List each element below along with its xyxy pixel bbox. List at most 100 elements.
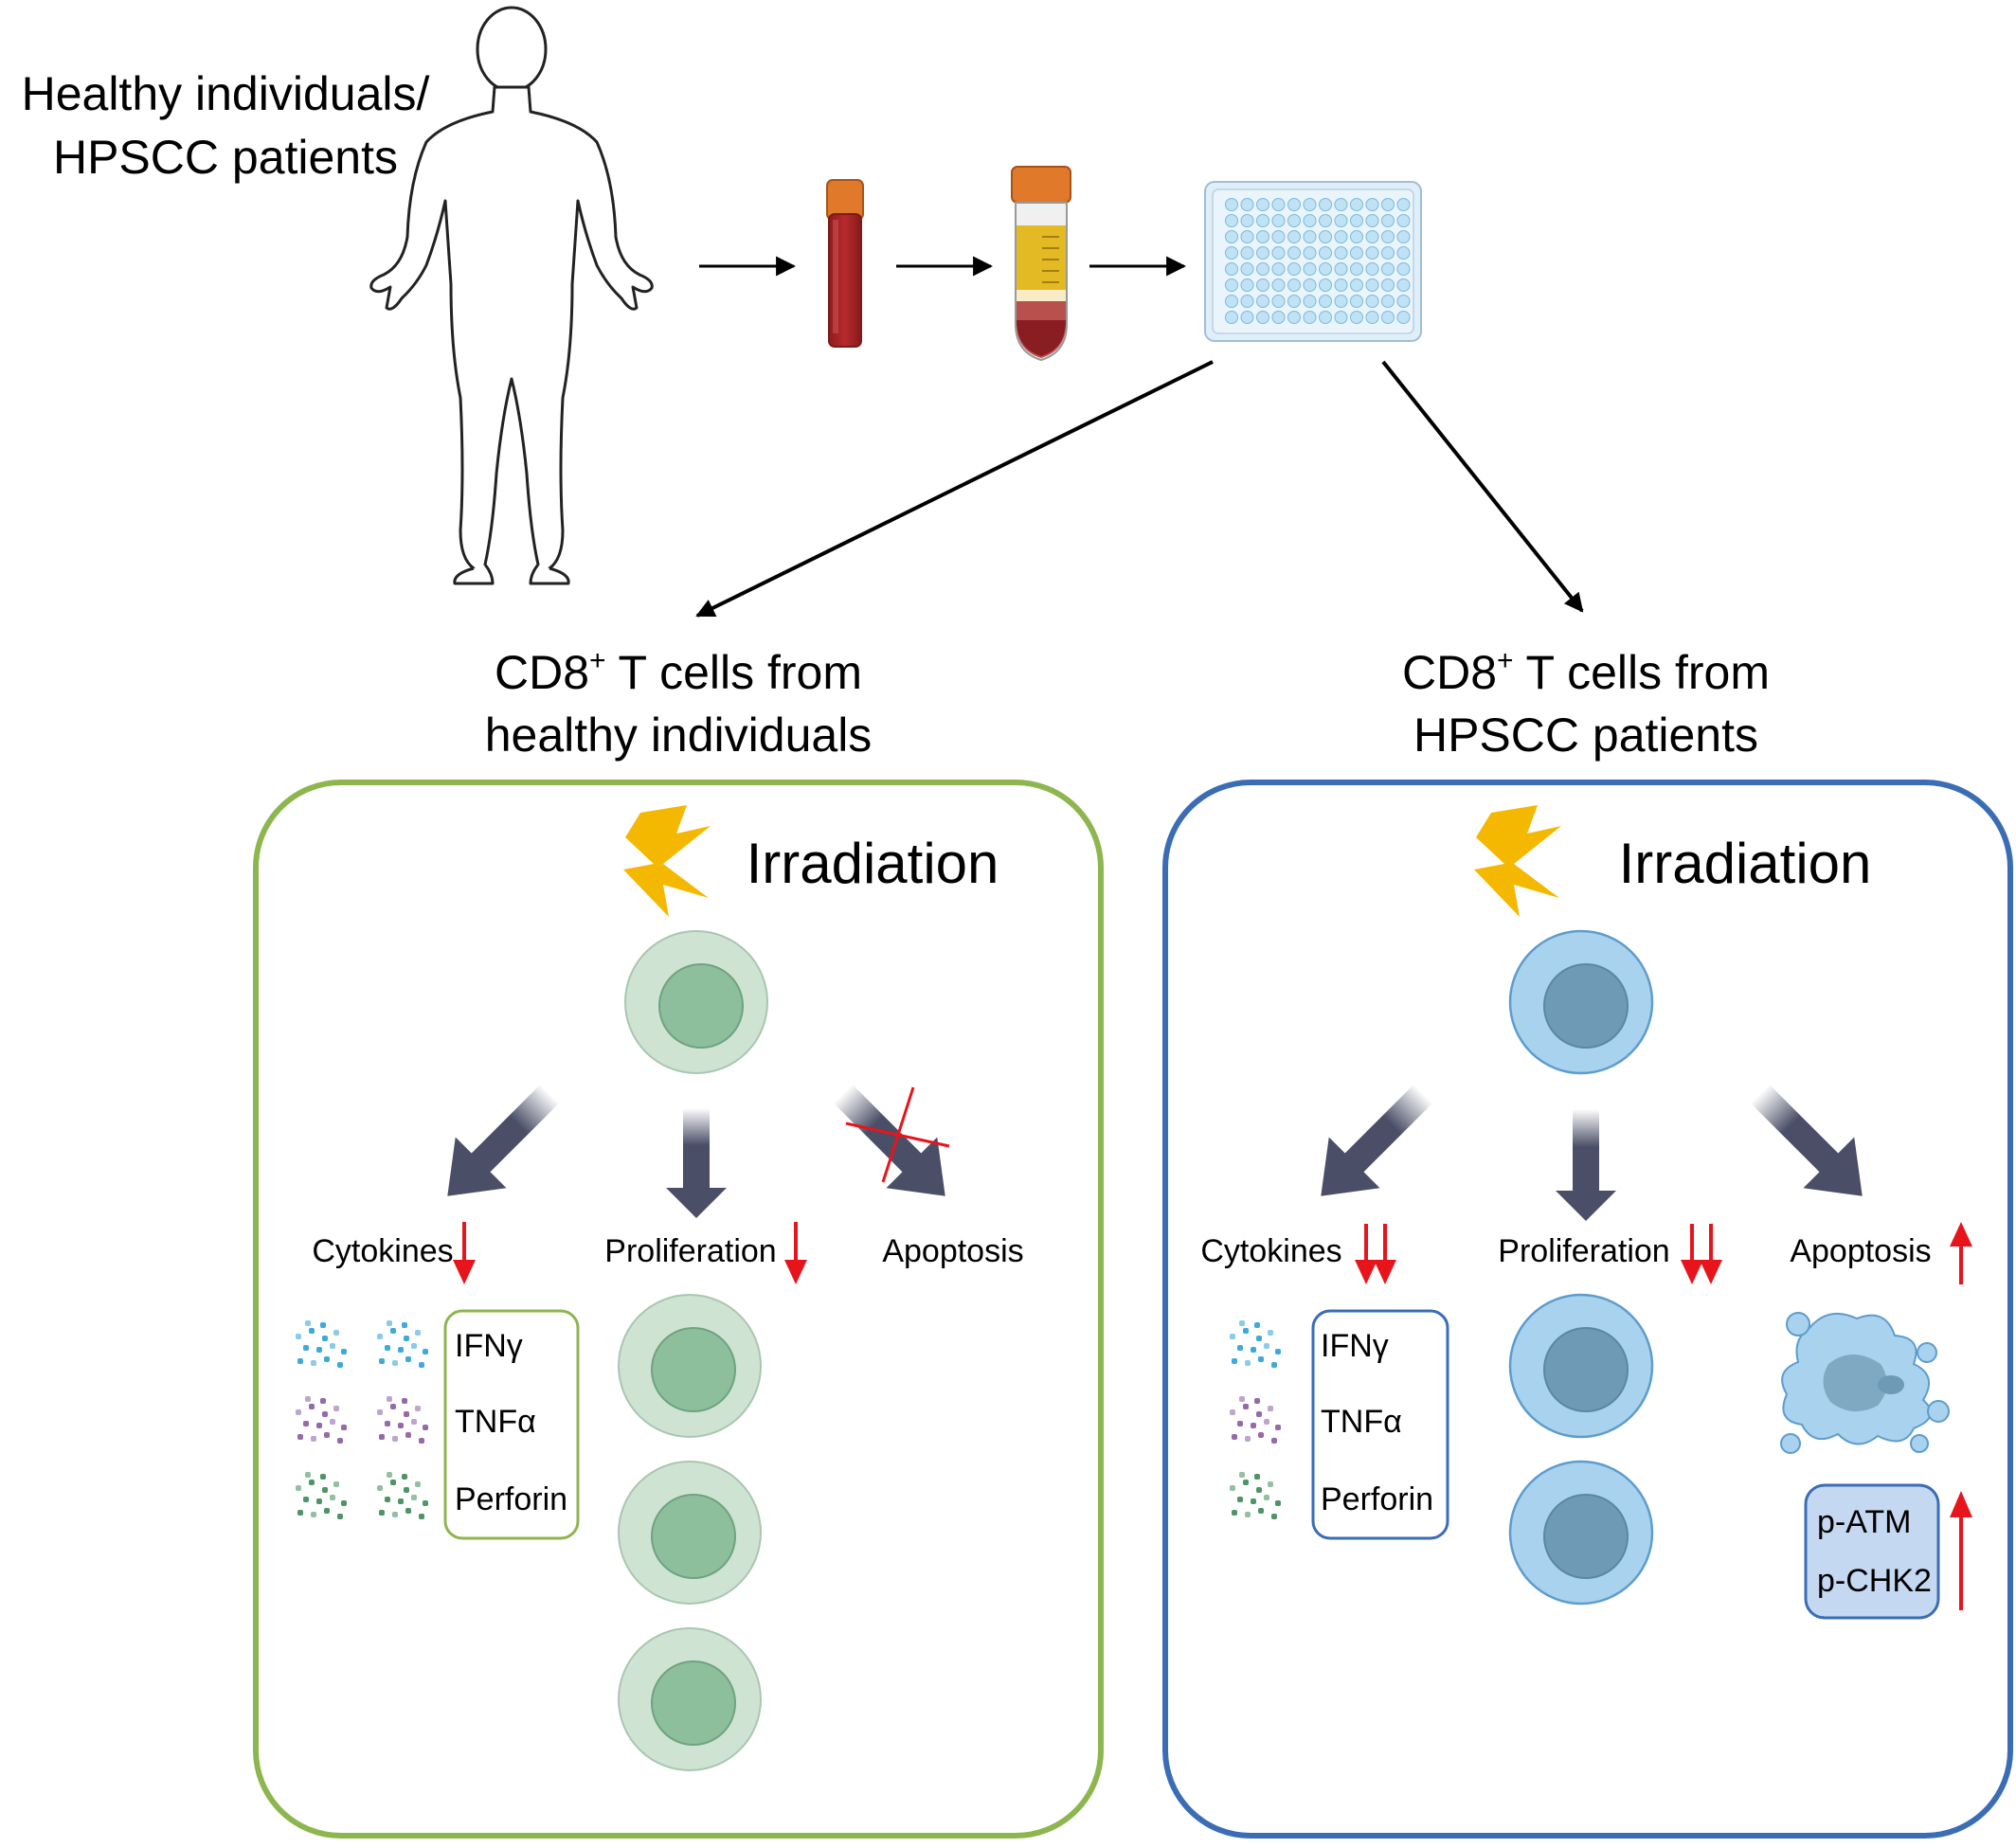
cytokine-dot (303, 1497, 309, 1502)
cytokine-dot (1237, 1497, 1243, 1502)
well (1350, 311, 1363, 324)
label-apoptosis: Apoptosis (1790, 1233, 1931, 1269)
cytokine-dot (1237, 1345, 1243, 1351)
cytokine-item-perforin: Perforin (1321, 1481, 1433, 1517)
cytokine-dot (311, 1512, 316, 1517)
well (1396, 278, 1411, 292)
cytokine-dot (387, 1472, 392, 1478)
well (1303, 198, 1317, 211)
well (1365, 295, 1379, 308)
cytokine-dot (1264, 1495, 1269, 1500)
cytokine-dot (1232, 1510, 1237, 1516)
cytokine-dot (297, 1434, 303, 1440)
cytokine-dot (316, 1423, 322, 1428)
thick-arrow-proliferation (1556, 1109, 1616, 1221)
cytokine-dot (305, 1396, 311, 1402)
well (1256, 278, 1269, 292)
well (1287, 246, 1301, 260)
up-arrow-markers (1950, 1491, 1972, 1610)
well (1319, 230, 1332, 243)
cytokine-item-perforin: Perforin (455, 1481, 567, 1517)
well (1396, 246, 1411, 260)
cytokine-dot (411, 1419, 417, 1425)
arrow-plate-to-patients (1381, 360, 1584, 613)
cytokine-dot (1239, 1320, 1245, 1326)
centrifuge-tube-icon (1011, 166, 1071, 362)
well (1396, 198, 1411, 211)
cytokine-dot (324, 1508, 330, 1514)
lightning-icon (623, 805, 711, 917)
well (1271, 246, 1286, 260)
well (1303, 262, 1317, 276)
well (1303, 311, 1317, 324)
cytokine-dot (402, 1398, 407, 1404)
cytokine-dot (392, 1512, 398, 1517)
cytokine-dot (333, 1330, 339, 1336)
t-cell-icon (624, 930, 768, 1074)
well (1225, 262, 1238, 276)
well (1334, 214, 1348, 227)
well (1303, 295, 1317, 308)
cytokine-list-box (1311, 1309, 1449, 1540)
apoptotic-cell-icon (1780, 1312, 1950, 1454)
well (1240, 246, 1254, 260)
cytokine-dot (398, 1498, 404, 1504)
thick-arrow-apoptosis (833, 1084, 945, 1196)
well (1365, 230, 1379, 243)
well (1319, 198, 1332, 211)
cytokine-dot (411, 1495, 417, 1500)
proliferating-cell-icon (618, 1461, 762, 1605)
well (1350, 230, 1363, 243)
human-body-icon (369, 6, 654, 585)
cytokine-dot (1243, 1480, 1249, 1485)
well (1381, 278, 1395, 292)
branch-healthy-sup: + (589, 645, 606, 676)
label-cytokines: Cytokines (312, 1233, 453, 1269)
well (1381, 311, 1395, 324)
cytokine-dot (1245, 1360, 1251, 1366)
marker-item-pchk2: p-CHK2 (1817, 1563, 1932, 1599)
well (1396, 230, 1411, 243)
up-arrow-apoptosis (1950, 1222, 1972, 1284)
cytokine-dot (1264, 1419, 1269, 1425)
well (1287, 262, 1301, 276)
well (1334, 262, 1348, 276)
cytokine-dot (1251, 1347, 1256, 1353)
cytokine-dot (385, 1497, 390, 1502)
well (1256, 246, 1269, 260)
well (1240, 295, 1254, 308)
cytokine-dot (423, 1349, 428, 1355)
cytokine-dot (415, 1406, 421, 1411)
cytokine-dot (1258, 1508, 1264, 1514)
cytokine-dot (415, 1481, 421, 1487)
well (1319, 214, 1332, 227)
cytokine-dot (320, 1322, 326, 1328)
cytokine-dot (377, 1409, 383, 1415)
cytokine-dot (379, 1358, 385, 1364)
cytokine-dot (1275, 1349, 1281, 1355)
well (1240, 262, 1254, 276)
marker-box (1804, 1483, 1940, 1620)
cytokine-item-tnfa: TNFα (455, 1404, 536, 1440)
well (1287, 278, 1301, 292)
cytokine-dot (1256, 1336, 1262, 1341)
cytokine-dot (404, 1411, 409, 1417)
irradiation-label: Irradiation (747, 832, 999, 895)
well (1240, 214, 1254, 227)
cytokine-dot (1232, 1434, 1237, 1440)
cytokine-dot (333, 1481, 339, 1487)
well (1240, 278, 1254, 292)
cytokine-dot (1271, 1514, 1277, 1519)
well (1287, 198, 1301, 211)
well (1319, 278, 1332, 292)
cytokine-dot (385, 1345, 390, 1351)
cytokine-item-tnfa: TNFα (1321, 1404, 1402, 1440)
cytokine-dot (404, 1336, 409, 1341)
cytokine-dot (320, 1474, 326, 1480)
cytokine-dot (324, 1432, 330, 1438)
cytokine-dot (1275, 1500, 1281, 1506)
well (1381, 214, 1395, 227)
well (1225, 246, 1238, 260)
well (1271, 230, 1286, 243)
proliferating-cell-icon (618, 1627, 762, 1771)
